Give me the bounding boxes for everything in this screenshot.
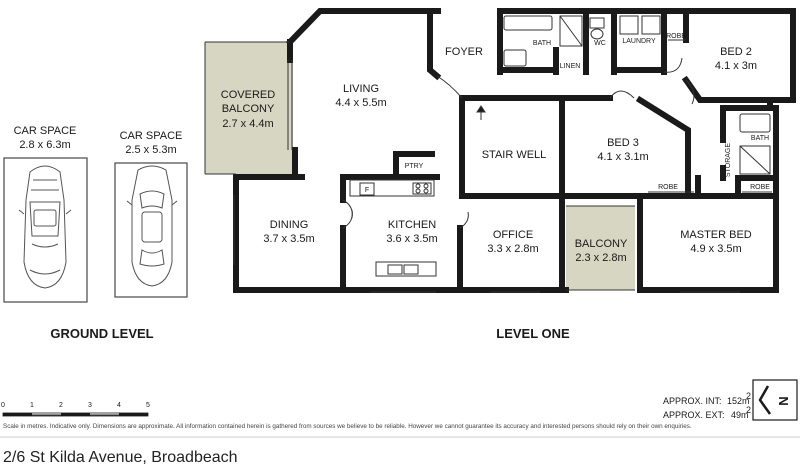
storage-label: STORAGE [725,143,732,177]
dining-size: 3.7 x 3.5m [263,233,314,245]
covered-balcony-fill [205,42,293,174]
car-space-1-size: 2.8 x 6.3m [19,139,70,151]
area-ext-value: 49m [731,410,749,420]
sports-car-icon [126,165,178,287]
scale-tick-4: 4 [117,402,121,409]
scale-tick-0: 0 [1,402,5,409]
north-label: N [776,396,791,405]
car-space-1-label: CAR SPACE [14,125,77,137]
bath-upper-label: BATH [533,40,551,47]
convertible-car-icon [18,165,72,289]
office-size: 3.3 x 2.8m [487,243,538,255]
pantry-label: PTRY [405,163,424,170]
kitchen-size: 3.6 x 3.5m [386,233,437,245]
walls [233,8,796,293]
balcony-label: BALCONY [575,238,628,250]
stair-well-label: STAIR WELL [482,149,547,161]
laundry-label: LAUNDRY [622,38,656,45]
scale-tick-5: 5 [146,402,150,409]
kitchen-label: KITCHEN [388,219,436,231]
car-space-2-size: 2.5 x 5.3m [125,144,176,156]
car-space-2-label: CAR SPACE [120,130,183,142]
covered-balcony-size: 2.7 x 4.4m [222,118,273,130]
scale-tick-1: 1 [30,402,34,409]
ground-level-title: GROUND LEVEL [50,326,153,341]
area-summary: APPROX. INT: 152m 2 APPROX. EXT: 49m 2 [663,391,751,420]
living-label: LIVING [343,83,379,95]
living-size: 4.4 x 5.5m [335,97,386,109]
robe-master-left-label: ROBE [658,184,678,191]
north-arrow-icon: N [752,379,798,421]
covered-balcony-label-1: COVERED [221,89,275,101]
foyer-label: FOYER [445,46,483,58]
office-label: OFFICE [493,229,533,241]
area-int-sup: 2 [746,391,751,401]
scale-bar: 0 1 2 3 4 5 [1,402,150,417]
area-int-label: APPROX. INT: [663,396,722,406]
fridge-label: F [365,187,369,194]
bath-ensuite-label: BATH [751,135,769,142]
area-int-value: 152m [727,396,750,406]
bed2-label: BED 2 [720,46,752,58]
robe-master-right-label: ROBE [750,184,770,191]
level-one-title: LEVEL ONE [496,326,570,341]
property-address: 2/6 St Kilda Avenue, Broadbeach [3,449,238,466]
linen-label: LINEN [560,63,581,70]
car-space-1: CAR SPACE 2.8 x 6.3m [3,125,88,303]
bed2-size: 4.1 x 3m [715,60,757,72]
area-ext-sup: 2 [746,405,751,415]
wc-label: WC [594,40,606,47]
master-bed-size: 4.9 x 3.5m [690,243,741,255]
master-bed-label: MASTER BED [680,229,752,241]
area-ext-label: APPROX. EXT: [663,410,725,420]
scale-tick-3: 3 [88,402,92,409]
scale-tick-2: 2 [59,402,63,409]
robe-bed2-label: ROBE [666,33,686,40]
bed3-size: 4.1 x 3.1m [597,151,648,163]
fixtures [204,15,772,293]
dining-label: DINING [270,219,309,231]
balcony-size: 2.3 x 2.8m [575,252,626,264]
car-space-2: CAR SPACE 2.5 x 5.3m [114,130,188,298]
disclaimer-text: Scale in metres. Indicative only. Dimens… [3,423,692,430]
balcony-fill [566,206,635,290]
bed3-label: BED 3 [607,137,639,149]
covered-balcony-label-2: BALCONY [222,103,275,115]
